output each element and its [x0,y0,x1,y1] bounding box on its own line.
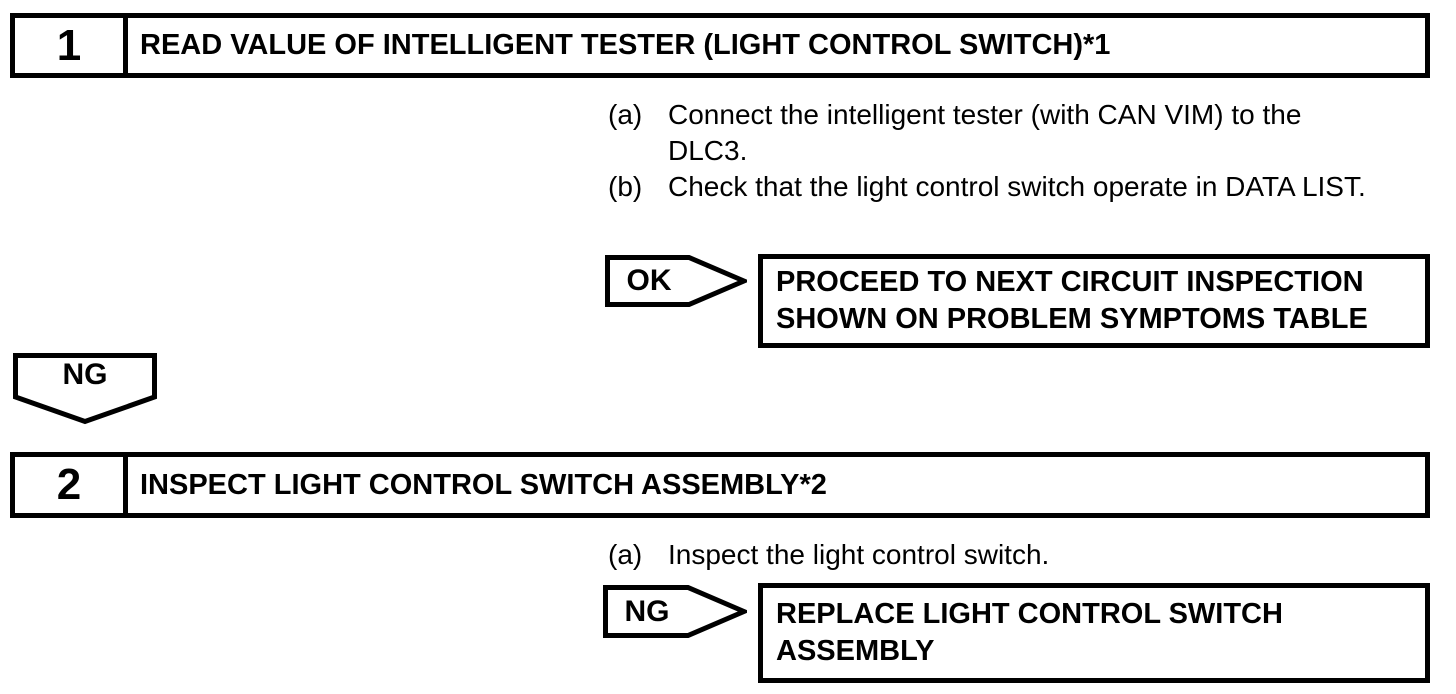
ng-result-line-1: REPLACE LIGHT CONTROL SWITCH [776,598,1283,630]
ng-result-line-2: ASSEMBLY [776,635,935,667]
substep-2a-label: (a) [608,539,643,570]
substep-1a-label: (a) [608,99,643,130]
substep-1b-line-1: Check that the light control switch oper… [668,171,1366,202]
ng-down-label: NG [62,358,108,391]
ok-result-line-1: PROCEED TO NEXT CIRCUIT INSPECTION [776,266,1364,298]
step-2-title: INSPECT LIGHT CONTROL SWITCH ASSEMBLY*2 [140,468,827,501]
substep-1b-text: Check that the light control switch oper… [668,169,1366,205]
substep-1b: (b) Check that the light control switch … [608,169,1366,205]
right-arrow-icon [605,255,747,307]
ok-result-line-2: SHOWN ON PROBLEM SYMPTOMS TABLE [776,303,1368,335]
substep-1a-line-2: DLC3. [668,135,748,166]
substep-2a-text: Inspect the light control switch. [668,537,1049,573]
ng-result-box: REPLACE LIGHT CONTROL SWITCH ASSEMBLY [758,583,1430,683]
step-1-number: 1 [15,18,128,73]
substep-1a-text: Connect the intelligent tester (with CAN… [668,97,1301,169]
ok-result-box: PROCEED TO NEXT CIRCUIT INSPECTION SHOWN… [758,254,1430,348]
substep-1b-label: (b) [608,171,643,202]
substep-1a-line-1: Connect the intelligent tester (with CAN… [668,99,1302,130]
ok-connector-label: OK [626,264,672,297]
ok-connector: OK [605,255,747,307]
step-2-header: 2 INSPECT LIGHT CONTROL SWITCH ASSEMBLY*… [10,452,1430,518]
down-arrow-icon [13,353,157,425]
step-1-header: 1 READ VALUE OF INTELLIGENT TESTER (LIGH… [10,13,1430,78]
step-2-number: 2 [15,457,128,513]
ng-connector-down: NG [13,353,157,425]
substep-2a: (a) Inspect the light control switch. [608,537,1049,573]
substep-2a-line-1: Inspect the light control switch. [668,539,1050,570]
right-arrow-icon [603,585,747,638]
substep-1a: (a) Connect the intelligent tester (with… [608,97,1366,169]
ng-connector: NG [603,585,747,638]
step-1-title: READ VALUE OF INTELLIGENT TESTER (LIGHT … [140,29,1111,61]
step-1-substeps: (a) Connect the intelligent tester (with… [608,97,1366,205]
ng-connector-label: NG [624,594,670,628]
step-2-substeps: (a) Inspect the light control switch. [608,537,1049,573]
